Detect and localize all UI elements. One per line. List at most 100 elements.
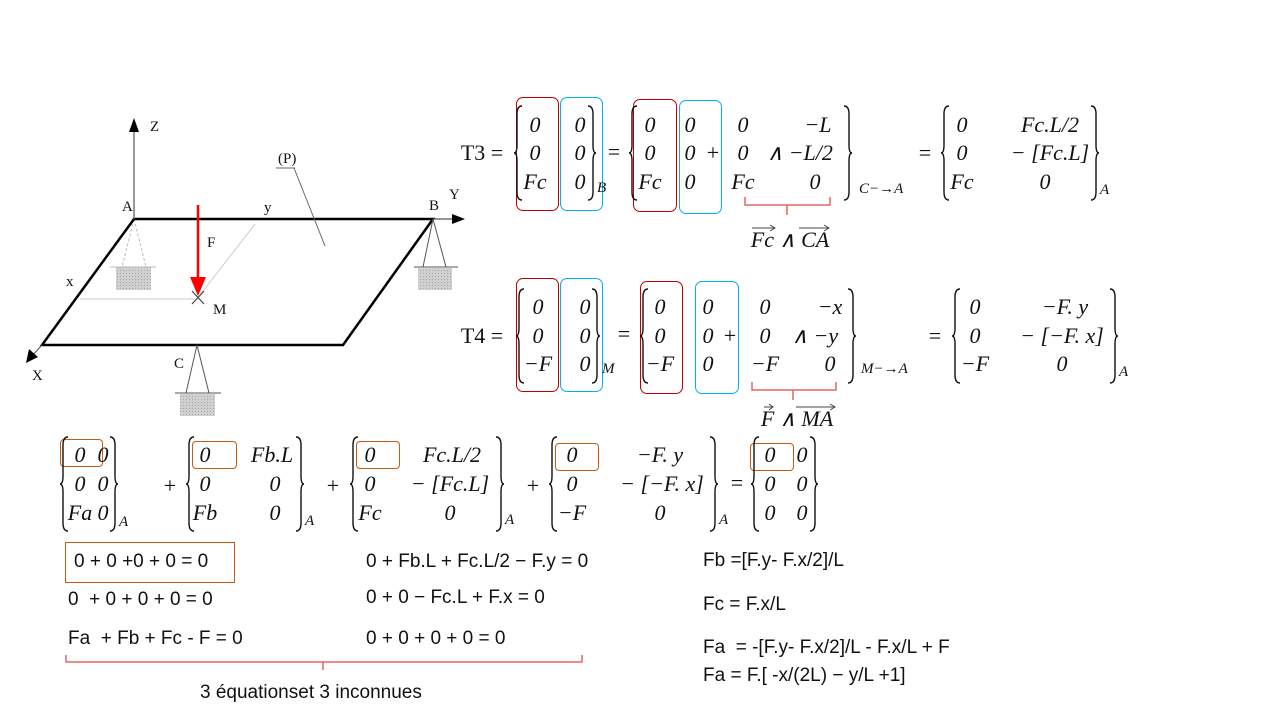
matrix-cell: 0 <box>684 112 696 137</box>
matrix-cell: −F <box>557 500 587 525</box>
left-brace <box>513 105 523 201</box>
right-brace <box>1090 105 1100 201</box>
matrix-cell: 0 <box>737 140 749 165</box>
label-x-axis: X <box>32 368 43 384</box>
matrix-cell: 0 <box>796 500 808 525</box>
plate-diagram <box>26 118 465 416</box>
force-column-highlight <box>640 281 683 394</box>
matrix-cell: − [Fc.L] <box>410 471 490 496</box>
matrix-cell: −F <box>750 351 780 376</box>
matrix-cell: 0 <box>574 169 586 194</box>
transport-label: M−→A <box>861 361 908 377</box>
right-brace <box>587 105 597 201</box>
matrix-cell: 0 <box>364 442 376 467</box>
left-brace <box>750 436 760 532</box>
x-row-highlight <box>192 441 237 469</box>
equals-sign: = <box>730 470 744 495</box>
equals-sign: = <box>928 323 942 348</box>
equation-y-moment: 0 + 0 − Fc.L + F.x = 0 <box>366 587 545 608</box>
right-brace <box>591 288 601 384</box>
solution-fa-simplified: Fa = F.[ -x/(2L) − y/L +1] <box>703 665 906 686</box>
matrix-cell: 0 <box>969 323 981 348</box>
matrix-cell: 0 <box>684 140 696 165</box>
left-brace <box>59 436 69 532</box>
transport-label: C−→A <box>859 181 904 197</box>
matrix-cell: 0 <box>566 471 578 496</box>
matrix-cell: 0 <box>1039 169 1051 194</box>
right-brace <box>709 436 719 532</box>
label-z: Z <box>150 119 160 135</box>
matrix-cell: 0 <box>764 500 776 525</box>
matrix-cell: −F <box>960 351 990 376</box>
matrix-cell: 0 <box>74 442 86 467</box>
matrix-cell: 0 <box>684 169 696 194</box>
matrix-cell: Fb.L <box>250 442 294 467</box>
equation-x-moment: 0 + Fb.L + Fc.L/2 − F.y = 0 <box>366 551 589 572</box>
matrix-cell: −x <box>817 294 843 319</box>
right-brace <box>495 436 505 532</box>
matrix-cell: 0 <box>764 471 776 496</box>
y-guide-line <box>199 223 256 296</box>
solution-fa: Fa = -[F.y- F.x/2]/L - F.x/L + F <box>703 637 950 658</box>
matrix-cell: Fc <box>358 500 382 525</box>
equals-sign: = <box>918 140 932 165</box>
support-c <box>175 344 221 394</box>
matrix-cell: 0 <box>566 442 578 467</box>
moment-column-highlight <box>695 281 739 394</box>
matrix-cell: − [Fc.L] <box>1010 140 1090 165</box>
matrix-cell: Fc <box>638 169 662 194</box>
matrix-cell: 0 <box>532 323 544 348</box>
label-y-axis: Y <box>449 187 460 203</box>
matrix-cell: 0 <box>579 323 591 348</box>
left-brace <box>349 436 359 532</box>
cross-product-note: Fc ∧ CA <box>750 227 830 252</box>
matrix-cell: 0 <box>644 140 656 165</box>
system-summary: 3 équationset 3 inconnues <box>200 682 422 703</box>
matrix-cell: 0 <box>199 442 211 467</box>
moment-column-highlight <box>679 100 722 214</box>
matrix-cell: 0 <box>579 294 591 319</box>
matrix-cell: 0 <box>269 471 281 496</box>
matrix-cell: 0 <box>532 294 544 319</box>
plus-sign: + <box>326 473 340 498</box>
matrix-cell: 0 <box>759 323 771 348</box>
right-brace <box>1109 288 1119 384</box>
label-x: x <box>66 274 74 290</box>
matrix-cell: 0 <box>97 442 109 467</box>
reference-point: A <box>1119 364 1129 380</box>
matrix-cell: −F <box>645 351 675 376</box>
equation-z-resultant: Fa + Fb + Fc - F = 0 <box>68 628 243 649</box>
point-m-cross <box>191 290 205 305</box>
matrix-cell: 0 <box>579 351 591 376</box>
matrix-cell: 0 <box>702 351 714 376</box>
matrix-cell: 0 <box>74 471 86 496</box>
left-brace <box>185 436 195 532</box>
matrix-cell: 0 <box>702 294 714 319</box>
matrix-cell: Fa <box>67 500 93 525</box>
equation-x-resultant: 0 + 0 +0 + 0 = 0 <box>74 551 209 572</box>
force-column-highlight <box>633 99 677 212</box>
x-row-highlight <box>750 443 794 471</box>
matrix-cell: 0 <box>654 294 666 319</box>
matrix-cell: − [−F. x] <box>1020 323 1104 348</box>
matrix-cell: 0 <box>444 500 456 525</box>
plus-sign: + <box>163 473 177 498</box>
matrix-cell: −F. y <box>636 442 684 467</box>
matrix-cell: 0 <box>97 471 109 496</box>
matrix-cell: Fc.L/2 <box>422 442 482 467</box>
torsor-t3-label: T3 = <box>460 140 504 165</box>
matrix-cell: Fc <box>950 169 974 194</box>
equation-highlight <box>65 542 235 583</box>
label-c: C <box>174 356 185 372</box>
right-brace <box>847 288 857 384</box>
label-m: M <box>213 302 227 318</box>
support-a <box>121 218 147 268</box>
matrix-cell: −F. y <box>1041 294 1089 319</box>
reference-point: B <box>597 180 607 196</box>
matrix-cell: Fc <box>731 169 755 194</box>
reference-point: A <box>305 513 315 529</box>
reference-point: A <box>719 512 729 528</box>
matrix-cell: 0 <box>529 140 541 165</box>
matrix-cell: 0 <box>824 351 836 376</box>
plane-leader-line <box>293 167 326 247</box>
